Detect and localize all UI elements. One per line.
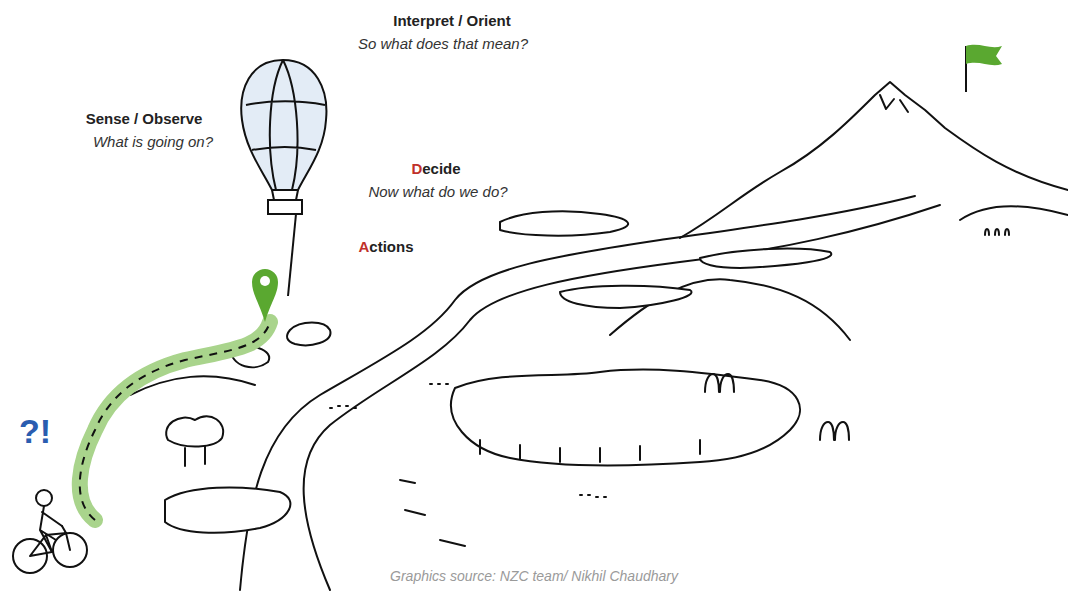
step-question: So what does that mean? [358,35,528,52]
location-pin [252,269,278,322]
hot-air-balloon [241,60,326,296]
step-heading: Actions [358,238,413,255]
step-question: Now what do we do? [368,183,507,200]
step-heading: Decide [411,160,460,177]
step-question: What is going on? [93,133,213,150]
summit-flag [966,45,1002,92]
cyclist [13,490,87,573]
source-caption: Graphics source: NZC team/ Nikhil Chaudh… [390,568,678,584]
step-heading: Sense / Observe [86,110,203,127]
exclamation-mark: ?! [19,412,51,451]
step-heading: Interpret / Orient [393,12,511,29]
travelled-path [80,322,270,520]
